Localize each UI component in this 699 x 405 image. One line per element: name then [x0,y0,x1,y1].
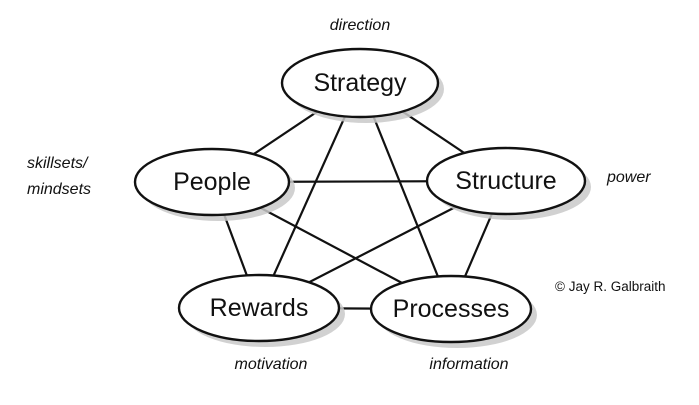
annotation-power: power [606,169,651,186]
node-rewards-ellipse [177,273,341,343]
annotation-information: information [429,356,508,373]
node-people-label: People [173,168,251,196]
annotation-direction: direction [330,17,391,34]
node-structure-ellipse [425,146,587,216]
annotation-motivation: motivation [235,356,308,373]
node-processes: Processes [369,274,537,348]
node-processes-ellipse [369,274,533,344]
node-structure-label: Structure [455,167,556,195]
node-rewards: Rewards [177,273,345,347]
node-strategy-label: Strategy [313,69,407,97]
node-processes-label: Processes [393,295,510,323]
annotation-mindsets: mindsets [27,181,91,198]
node-strategy-ellipse [280,47,440,119]
node-people-ellipse [133,147,291,217]
copyright-notice: © Jay R. Galbraith [555,279,666,294]
node-people: People [133,147,295,221]
node-structure: Structure [425,146,591,220]
node-strategy: Strategy [280,47,444,123]
annotation-skillsets: skillsets/ [27,155,89,172]
node-rewards-label: Rewards [210,294,309,322]
